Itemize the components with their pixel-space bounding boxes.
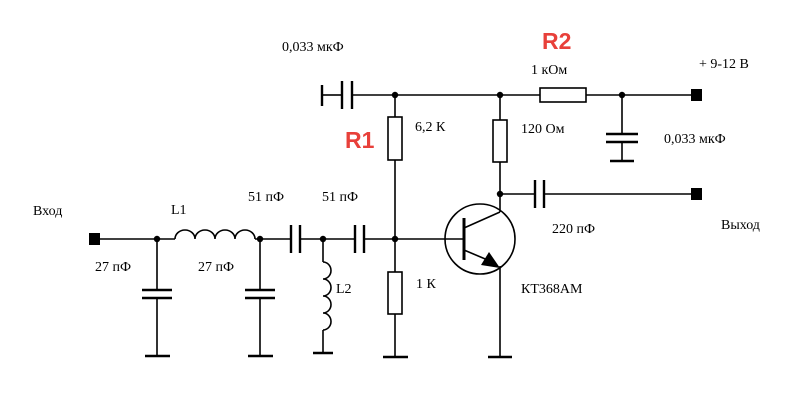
label-transistor: КТ368АМ: [521, 282, 583, 297]
label-c-supply: 0,033 мкФ: [664, 132, 726, 147]
inductor-l2: [322, 261, 332, 331]
inductor-l1: [174, 229, 256, 240]
supply-terminal: [691, 89, 702, 101]
capacitor-c-mid: [245, 288, 275, 300]
capacitor-series-2: [353, 225, 366, 253]
capacitor-c-input: [142, 288, 172, 300]
marker-r2: R2: [542, 28, 571, 54]
junction-dots: [153, 91, 626, 243]
resistor-r1: [387, 116, 403, 161]
emitter-arrow-icon: [481, 252, 500, 268]
label-l1: L1: [171, 203, 187, 218]
resistor-collector: [492, 119, 508, 163]
label-l2: L2: [336, 282, 352, 297]
label-c-mid: 27 пФ: [198, 260, 234, 275]
label-r2-value: 1 кОм: [531, 63, 567, 78]
marker-r1: R1: [345, 127, 375, 153]
label-r-bottom: 1 К: [416, 277, 437, 292]
label-c-top: 0,033 мкФ: [282, 40, 344, 55]
input-terminal: [89, 233, 100, 245]
resistor-r2: [539, 87, 587, 103]
transistor-symbol: [444, 203, 516, 275]
capacitor-supply: [606, 132, 638, 144]
label-r1-value: 6,2 К: [415, 120, 446, 135]
label-supply: + 9-12 В: [699, 57, 749, 72]
label-input: Вход: [33, 204, 62, 219]
label-c-series2: 51 пФ: [322, 190, 358, 205]
ground-symbols: [145, 85, 634, 359]
label-c-input: 27 пФ: [95, 260, 131, 275]
label-r-collector: 120 Ом: [521, 122, 565, 137]
label-c-output: 220 пФ: [552, 222, 595, 237]
resistor-bottom: [387, 271, 403, 315]
capacitor-top: [340, 81, 354, 109]
capacitor-series-1: [289, 225, 302, 253]
output-terminal: [691, 188, 702, 200]
wires: [96, 94, 695, 356]
label-output: Выход: [721, 218, 760, 233]
capacitor-output: [533, 180, 546, 208]
label-c-series1: 51 пФ: [248, 190, 284, 205]
